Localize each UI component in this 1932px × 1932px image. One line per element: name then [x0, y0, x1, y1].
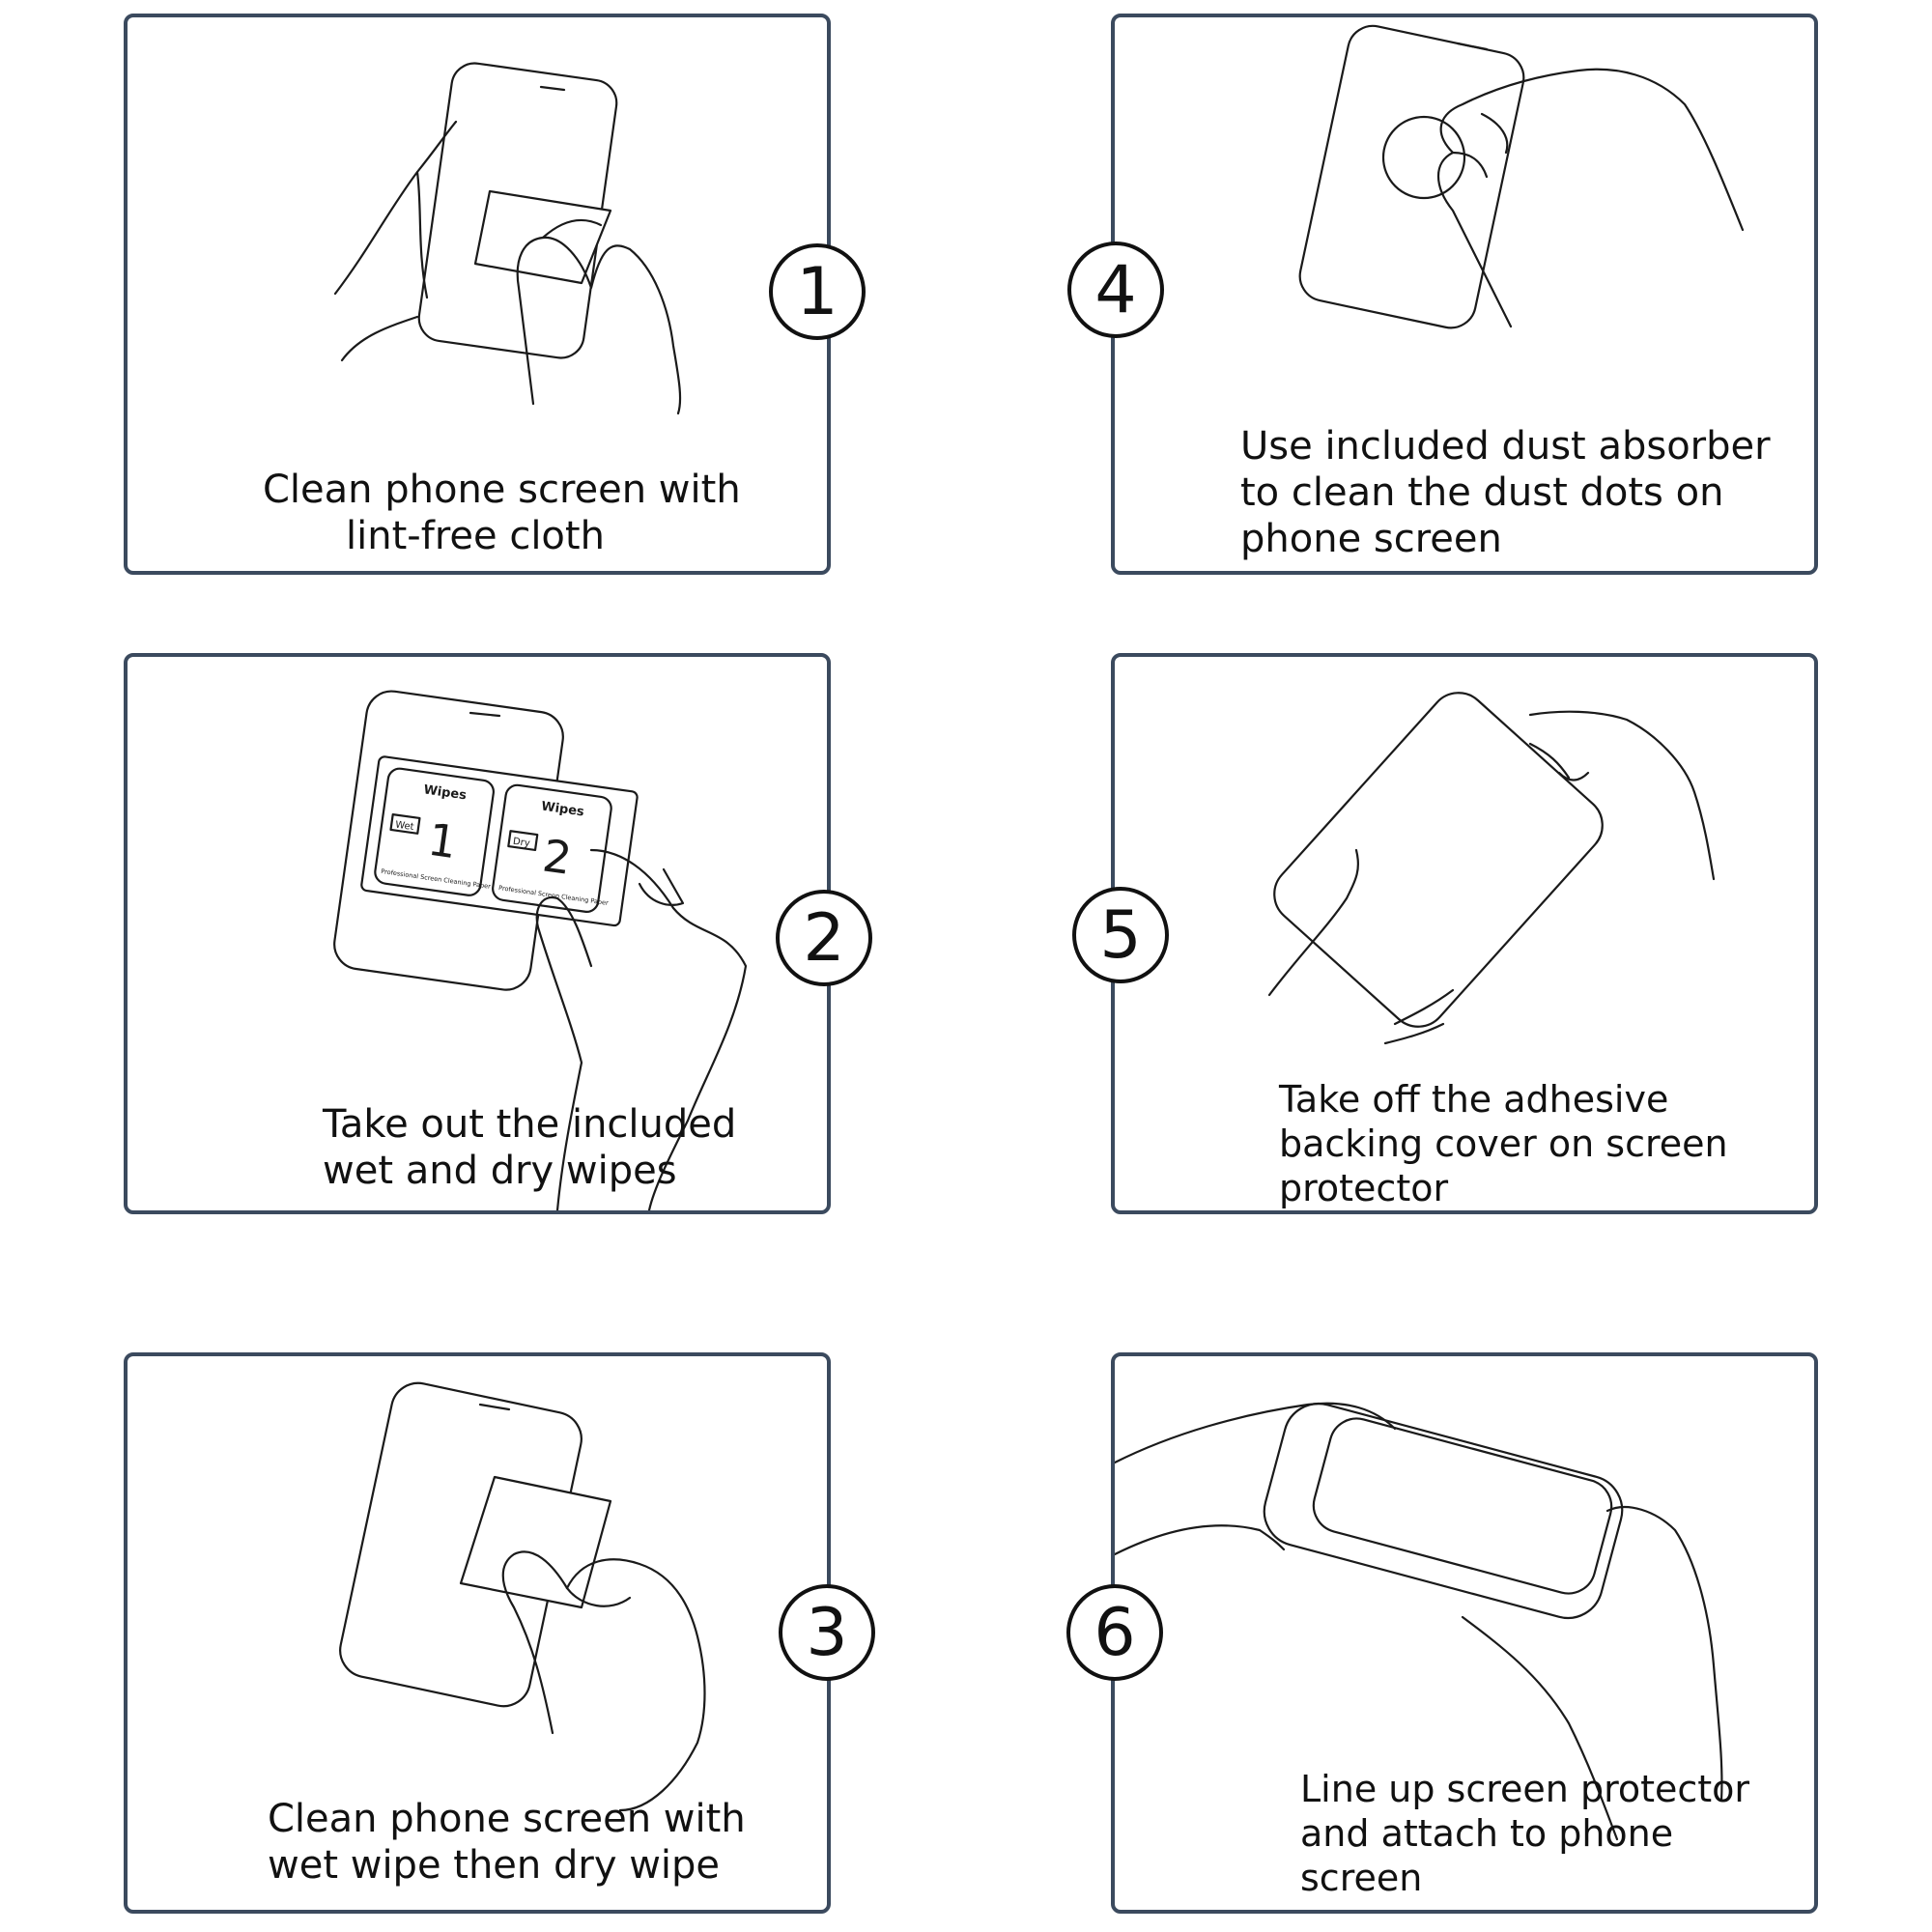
wet-label: Wet: [394, 820, 414, 834]
step-4-caption: Use included dust absorber to clean the …: [1240, 423, 1771, 562]
step-3-number-badge: 3: [779, 1584, 875, 1681]
wet-packet-title: Wipes: [423, 782, 469, 803]
step-2-caption: Take out the included wet and dry wipes: [323, 1101, 736, 1194]
step-5-number-badge: 5: [1072, 887, 1169, 983]
step-6-caption: Line up screen protector and attach to p…: [1300, 1767, 1749, 1900]
step-1-number-badge: 1: [769, 243, 866, 340]
dust-absorber: [1381, 115, 1466, 200]
caption-line: Line up screen protector: [1300, 1768, 1750, 1810]
caption-line: wet and dry wipes: [323, 1149, 677, 1193]
wipe: [459, 1475, 612, 1609]
caption-line: Take out the included: [323, 1102, 737, 1147]
step-6-panel: Line up screen protector and attach to p…: [1111, 1352, 1818, 1914]
caption-line: lint-free cloth: [346, 514, 605, 558]
caption-line: protector: [1279, 1167, 1449, 1209]
step-5-panel: Take off the adhesive backing cover on s…: [1111, 653, 1818, 1214]
step-3-caption: Clean phone screen with wet wipe then dr…: [268, 1796, 746, 1889]
step-1-caption: Clean phone screen with lint-free cloth: [263, 467, 741, 559]
phone-outline: [1273, 692, 1604, 1028]
step-3-illustration: [339, 1381, 706, 1812]
wet-wipe-packet: [374, 767, 495, 896]
dry-wipe-packet: [492, 783, 612, 913]
step-2-illustration: Wipes Wipes Wet 1 Dry 2 Professional Scr…: [333, 690, 748, 1210]
step-1-illustration: [333, 62, 682, 415]
dry-label: Dry: [512, 837, 530, 849]
caption-line: and attach to phone: [1300, 1812, 1674, 1855]
step-4-illustration: [1298, 24, 1745, 329]
caption-line: Clean phone screen with: [268, 1797, 746, 1841]
step-2-number-badge: 2: [776, 890, 872, 986]
caption-line: wet wipe then dry wipe: [268, 1843, 721, 1888]
phone-speaker: [478, 1403, 511, 1411]
dry-packet-title: Wipes: [540, 799, 585, 819]
caption-line: phone screen: [1240, 517, 1502, 561]
caption-line: backing cover on screen: [1279, 1122, 1728, 1165]
step-2-panel: Wipes Wipes Wet 1 Dry 2 Professional Scr…: [124, 653, 831, 1214]
phone-speaker: [539, 85, 566, 92]
step-6-illustration: [1115, 1402, 1723, 1841]
caption-line: to clean the dust dots on: [1240, 470, 1724, 515]
caption-line: Take off the adhesive: [1279, 1078, 1669, 1121]
step-3-panel: Clean phone screen with wet wipe then dr…: [124, 1352, 831, 1914]
wipes-card: Wipes Wipes Wet 1 Dry 2 Professional Scr…: [360, 755, 639, 927]
step-1-panel: Clean phone screen with lint-free cloth: [124, 14, 831, 575]
step-6-number-badge: 6: [1066, 1584, 1163, 1681]
step-5-caption: Take off the adhesive backing cover on s…: [1279, 1077, 1728, 1210]
screen-protector: [1312, 1417, 1613, 1595]
step-4-panel: Use included dust absorber to clean the …: [1111, 14, 1818, 575]
caption-line: screen: [1300, 1857, 1423, 1899]
caption-line: Clean phone screen with: [263, 468, 741, 512]
step-4-number-badge: 4: [1067, 242, 1164, 338]
step-5-illustration: [1267, 692, 1716, 1045]
phone-speaker: [469, 711, 501, 718]
phone-speaker: [1456, 42, 1489, 51]
caption-line: Use included dust absorber: [1240, 424, 1771, 469]
